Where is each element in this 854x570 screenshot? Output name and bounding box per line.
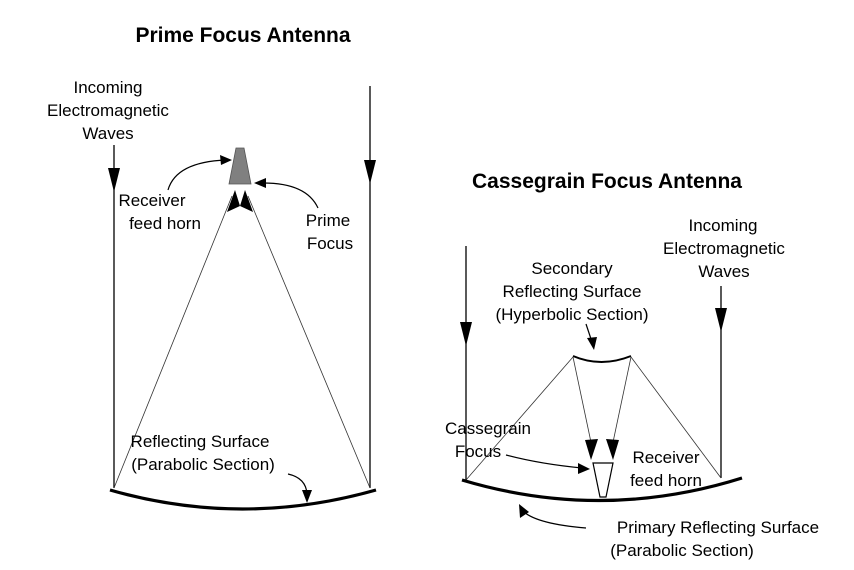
cassegrain-focus-arrowhead-right — [606, 439, 619, 460]
cassegrain-ray-left-arrowhead — [460, 322, 472, 346]
prime-focus-diagram: Prime Focus Antenna Incoming Electromagn… — [47, 24, 377, 511]
prime-surface-label-2: (Parabolic Section) — [131, 455, 275, 474]
prime-focus-pointer — [259, 182, 319, 209]
cassegrain-focus-arrowhead-left — [585, 439, 598, 460]
cassegrain-incoming-label-3: Waves — [698, 262, 749, 281]
prime-reflected-ray-left — [113, 195, 233, 489]
cassegrain-feed-horn-label-1: Receiver — [632, 448, 699, 467]
prime-focus-arrowhead-right — [240, 190, 253, 212]
secondary-label-2: Reflecting Surface — [503, 282, 642, 301]
cassegrain-ray-right-to-secondary — [630, 356, 722, 479]
cassegrain-ray-left-to-focus — [572, 356, 593, 448]
cassegrain-ray-left-to-secondary — [465, 356, 574, 481]
prime-surface-label-1: Reflecting Surface — [131, 432, 270, 451]
primary-pointer-arrowhead — [519, 504, 529, 518]
secondary-label-1: Secondary — [531, 259, 613, 278]
prime-feed-horn-pointer — [167, 159, 227, 191]
prime-surface-pointer-arrowhead — [302, 490, 312, 503]
prime-reflecting-surface — [109, 488, 377, 511]
secondary-label-3: (Hyperbolic Section) — [495, 305, 648, 324]
prime-ray-right-arrowhead — [364, 160, 376, 184]
primary-pointer — [523, 511, 587, 529]
prime-reflected-ray-right — [247, 195, 371, 489]
cassegrain-focus-label-1: Cassegrain — [445, 419, 531, 438]
prime-incoming-label-2: Electromagnetic — [47, 101, 169, 120]
primary-reflecting-surface — [461, 476, 743, 503]
prime-ray-left-arrowhead — [108, 168, 120, 192]
prime-feed-horn-icon — [228, 147, 252, 185]
prime-incoming-label-3: Waves — [82, 124, 133, 143]
prime-focus-label-1: Prime — [306, 211, 350, 230]
prime-focus-label-2: Focus — [307, 234, 353, 253]
cassegrain-diagram: Cassegrain Focus Antenna Incoming Electr… — [445, 170, 819, 560]
cassegrain-incoming-label-2: Electromagnetic — [663, 239, 785, 258]
cassegrain-ray-right-to-focus — [611, 356, 632, 448]
prime-incoming-label-1: Incoming — [74, 78, 143, 97]
cassegrain-focus-pointer — [505, 454, 583, 469]
cassegrain-feed-horn-icon — [592, 462, 614, 498]
primary-label-1: Primary Reflecting Surface — [617, 518, 819, 537]
secondary-pointer-arrowhead — [587, 337, 597, 350]
prime-title: Prime Focus Antenna — [135, 24, 350, 47]
cassegrain-title: Cassegrain Focus Antenna — [472, 170, 742, 193]
cassegrain-ray-right-arrowhead — [715, 308, 727, 332]
secondary-reflecting-surface — [572, 355, 632, 363]
prime-focus-arrowhead-left — [227, 190, 240, 212]
prime-feed-horn-pointer-arrowhead — [220, 155, 232, 165]
cassegrain-focus-label-2: Focus — [455, 442, 501, 461]
prime-feed-horn-label-1: Receiver — [118, 191, 185, 210]
prime-feed-horn-label-2: feed horn — [129, 214, 201, 233]
primary-label-2: (Parabolic Section) — [610, 541, 754, 560]
cassegrain-incoming-label-1: Incoming — [689, 216, 758, 235]
cassegrain-focus-pointer-arrowhead — [578, 463, 590, 474]
cassegrain-feed-horn-label-2: feed horn — [630, 471, 702, 490]
prime-focus-pointer-arrowhead — [254, 178, 266, 188]
